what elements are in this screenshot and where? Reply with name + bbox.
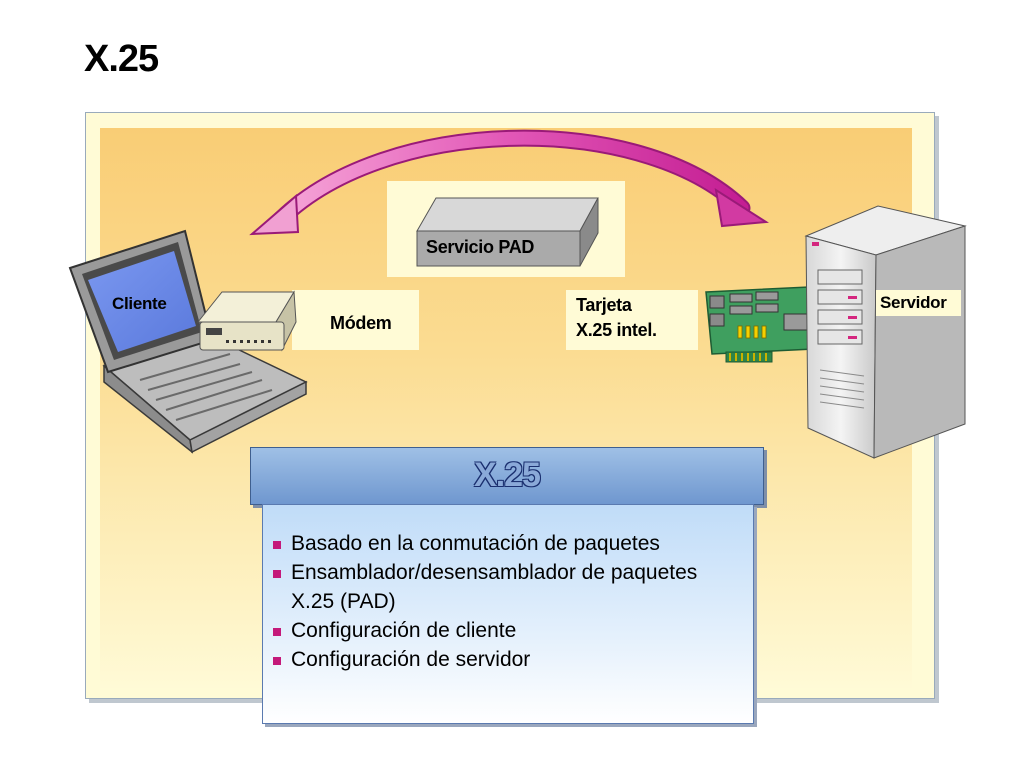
modem-icon [196, 290, 297, 352]
bullet-text: Basado en la conmutación de paquetes [291, 532, 660, 555]
x25-card-icon [705, 285, 835, 363]
double-arrow [249, 129, 769, 236]
page-title: X.25 [84, 38, 159, 80]
client-label: Cliente [112, 294, 167, 313]
bullet-text: Configuración de servidor [291, 648, 531, 671]
bullet-icon [273, 657, 281, 665]
pad-device-icon [416, 197, 599, 267]
bullet-icon [273, 541, 281, 549]
info-header-title: X.25 [474, 456, 541, 494]
server-icon [804, 205, 967, 459]
modem-label-backdrop [292, 290, 419, 350]
laptop-icon [68, 229, 308, 454]
list-item: Ensamblador/desensamblador de paquetes [273, 558, 697, 587]
info-header: X.25 [250, 447, 764, 505]
list-item: Configuración de servidor [273, 645, 697, 674]
card-label-line1: Tarjeta [576, 295, 632, 315]
bullet-icon [273, 570, 281, 578]
bullet-icon [273, 628, 281, 636]
list-item: Basado en la conmutación de paquetes [273, 529, 697, 558]
card-label-line2: X.25 intel. [576, 320, 657, 340]
bullet-text: Ensamblador/desensamblador de paquetes [291, 561, 698, 584]
card-label-backdrop [566, 290, 698, 350]
list-item: Configuración de cliente [273, 616, 697, 645]
server-label: Servidor [880, 293, 947, 312]
bullet-list: Basado en la conmutación de paquetes Ens… [273, 529, 697, 674]
pad-label: Servicio PAD [426, 237, 535, 257]
modem-label: Módem [330, 313, 392, 333]
info-body: Basado en la conmutación de paquetes Ens… [262, 504, 754, 724]
bullet-continuation: X.25 (PAD) [291, 590, 396, 613]
bullet-text: Configuración de cliente [291, 619, 517, 642]
